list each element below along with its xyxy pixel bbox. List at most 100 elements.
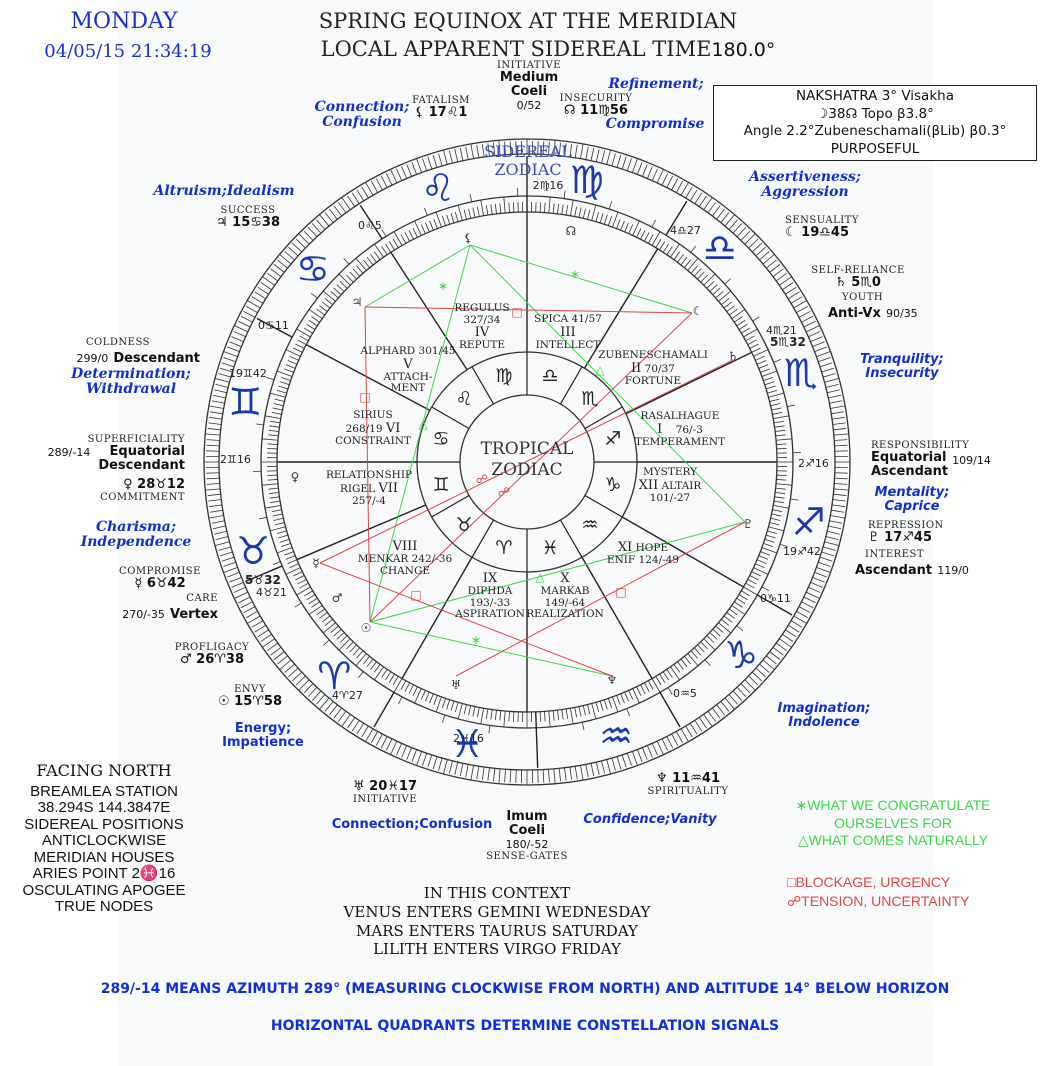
point-coord: 109/14 bbox=[952, 454, 991, 467]
outer-degree-tick bbox=[487, 767, 490, 781]
house-number: XI bbox=[617, 540, 633, 555]
outer-degree-tick bbox=[548, 769, 550, 783]
inner-degree-tick bbox=[508, 711, 510, 722]
inner-degree-tick bbox=[272, 407, 283, 411]
outer-degree-tick bbox=[830, 405, 846, 409]
uranus-glyph: ♅ bbox=[450, 678, 462, 692]
inner-degree-tick bbox=[281, 543, 291, 548]
inner-degree-tick bbox=[276, 530, 287, 535]
outer-degree-tick bbox=[493, 768, 496, 782]
sidereal-sign-glyph: ♍ bbox=[569, 158, 604, 203]
outer-degree-tick bbox=[833, 428, 847, 431]
decan-tick bbox=[469, 193, 473, 202]
inner-degree-tick bbox=[709, 284, 718, 292]
context-line: MARS ENTERS TAURUS SATURDAY bbox=[356, 921, 638, 940]
inner-degree-tick bbox=[761, 370, 778, 377]
outer-degree-tick bbox=[223, 357, 236, 363]
inner-degree-tick bbox=[776, 447, 787, 450]
signal-sagittarius: Mentality; Caprice bbox=[874, 485, 950, 515]
inner-degree-tick bbox=[570, 708, 574, 725]
inner-degree-tick bbox=[561, 709, 564, 720]
inner-degree-tick bbox=[738, 323, 748, 330]
inner-degree-tick bbox=[666, 669, 673, 678]
outer-degree-tick bbox=[740, 230, 751, 241]
inner-degree-tick bbox=[760, 368, 770, 373]
inner-degree-tick bbox=[726, 305, 735, 312]
outer-degree-tick bbox=[262, 276, 275, 286]
point-coord: 90/35 bbox=[885, 307, 918, 320]
aspect-line-tense bbox=[319, 562, 613, 677]
inner-degree-tick bbox=[616, 219, 621, 229]
square-marker: □ bbox=[359, 390, 370, 404]
inner-degree-tick bbox=[775, 487, 786, 490]
decan-tick bbox=[294, 602, 302, 608]
tropical-sign-divider bbox=[471, 519, 495, 558]
point-caption: CARE bbox=[186, 593, 218, 604]
tropical-sign-glyph: ♉ bbox=[455, 513, 473, 536]
sextile-marker: ∗ bbox=[471, 633, 481, 647]
outer-degree-tick bbox=[779, 638, 792, 648]
legend-square: □BLOCKAGE, URGENCY bbox=[787, 874, 951, 890]
inner-degree-tick bbox=[745, 582, 755, 589]
outer-degree-tick bbox=[273, 264, 285, 273]
outer-degree-tick bbox=[234, 591, 249, 599]
outer-degree-tick bbox=[732, 690, 743, 701]
inner-degree-tick bbox=[743, 328, 758, 338]
outer-degree-tick bbox=[769, 651, 781, 660]
inner-degree-tick bbox=[578, 706, 582, 717]
house-coord: 101/-27 bbox=[649, 491, 691, 504]
outer-degree-tick bbox=[595, 762, 600, 775]
outer-degree-tick bbox=[206, 483, 220, 485]
inner-degree-tick bbox=[330, 291, 339, 299]
decan-tick bbox=[704, 659, 711, 666]
house-coord: 149/-64 bbox=[544, 596, 586, 609]
point-caption: RESPONSIBILITY bbox=[871, 440, 970, 451]
inner-degree-tick bbox=[624, 222, 629, 233]
outer-degree-tick bbox=[311, 690, 322, 701]
inner-degree-tick bbox=[771, 407, 782, 411]
inner-degree-tick bbox=[632, 220, 640, 236]
inner-degree-tick bbox=[512, 711, 515, 722]
inner-degree-tick bbox=[412, 228, 418, 238]
inner-degree-tick bbox=[446, 699, 451, 710]
outer-degree-tick bbox=[787, 291, 800, 300]
cusp-label: 2♍16 bbox=[532, 179, 564, 192]
inner-degree-tick bbox=[270, 420, 281, 424]
inner-degree-tick bbox=[476, 707, 480, 718]
outer-degree-tick bbox=[808, 331, 821, 338]
inner-degree-tick bbox=[463, 209, 467, 220]
house-name: FORTUNE bbox=[624, 374, 682, 387]
note-line: TRUE NODES bbox=[54, 898, 154, 916]
node-glyph: ☊ bbox=[565, 224, 577, 238]
point-caption: FATALISM bbox=[412, 95, 470, 106]
outer-degree-tick bbox=[215, 383, 229, 388]
outer-degree-tick bbox=[712, 707, 721, 719]
inner-degree-tick bbox=[767, 530, 778, 535]
outer-degree-tick bbox=[247, 300, 261, 309]
inner-degree-tick bbox=[703, 638, 716, 651]
jupiter-glyph: ♃ bbox=[351, 295, 363, 309]
tropical-sign-glyph: ♊ bbox=[432, 474, 450, 497]
inner-degree-tick bbox=[303, 590, 313, 597]
inner-degree-tick bbox=[366, 658, 374, 668]
tropical-sign-divider bbox=[559, 366, 583, 405]
aspect-line-harmonious bbox=[369, 521, 746, 623]
sidereal-sign-glyph: ♐ bbox=[791, 499, 826, 544]
inner-degree-tick bbox=[281, 376, 291, 381]
inner-degree-tick bbox=[539, 711, 542, 722]
outer-degree-tick bbox=[782, 282, 794, 291]
tropical-sign-divider bbox=[584, 406, 623, 430]
outer-degree-tick bbox=[209, 509, 223, 513]
inner-degree-tick bbox=[374, 666, 384, 681]
inner-degree-tick bbox=[775, 492, 786, 495]
outer-degree-tick bbox=[616, 154, 622, 168]
inner-degree-tick bbox=[388, 673, 395, 683]
inner-degree-tick bbox=[693, 647, 702, 656]
outer-degree-tick bbox=[646, 166, 653, 179]
inner-degree-tick bbox=[755, 355, 765, 361]
note-line: SIDEREAL POSITIONS bbox=[24, 815, 184, 833]
outer-degree-tick bbox=[396, 168, 403, 181]
